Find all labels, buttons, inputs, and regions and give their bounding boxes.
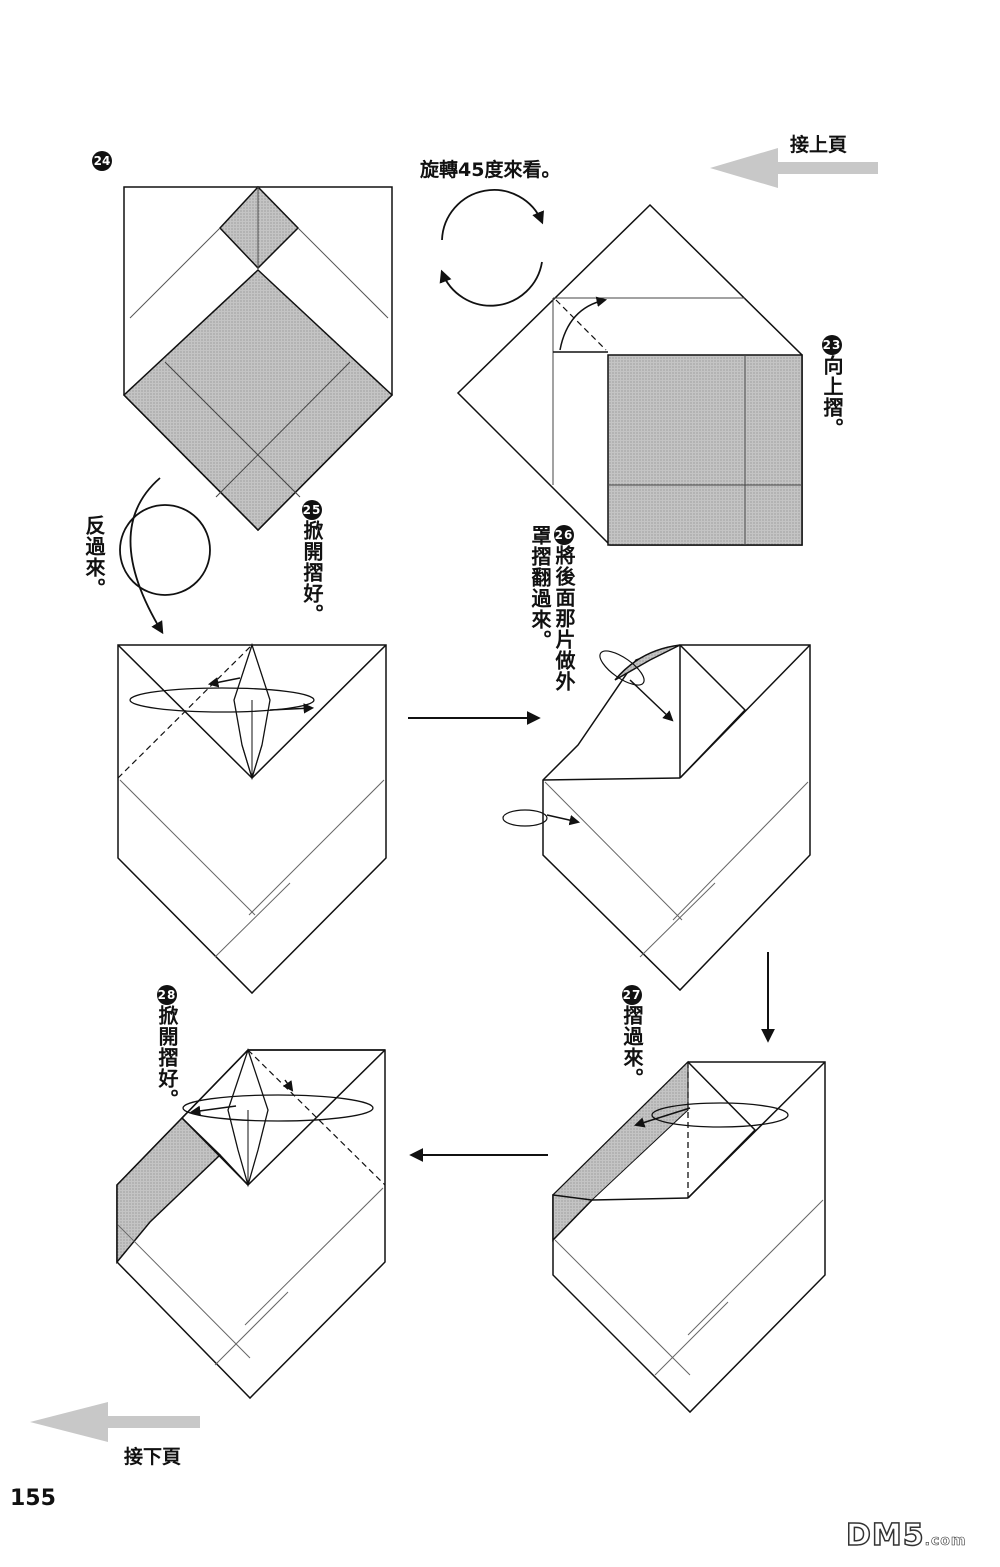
prev-page-label: 接上頁 [790, 134, 848, 156]
step-24-figure [122, 185, 394, 532]
step-28-number: 28 [157, 985, 177, 1005]
step-27-instruction: 27摺過來。 [620, 985, 644, 1089]
step-26-instruction: 26將後面那片做外罩摺翻過來。 [528, 525, 576, 705]
step-25-text: 掀開摺好。 [300, 520, 324, 625]
rotate-note: 旋轉45度來看。 [420, 159, 561, 181]
page-number: 155 [10, 1486, 56, 1511]
step-28-figure [116, 1047, 386, 1400]
next-page-label: 接下頁 [124, 1446, 182, 1468]
site-watermark: DM5.com [845, 1517, 967, 1554]
step-23-figure [456, 203, 803, 546]
step-23-text: 向上摺。 [820, 355, 844, 439]
step-28-text: 掀開摺好。 [155, 1005, 179, 1110]
step-27-text: 摺過來。 [620, 1005, 644, 1089]
step-26-figure [502, 644, 811, 992]
next-page-arrow [30, 1402, 200, 1442]
prev-page-arrow [710, 148, 878, 188]
step-24-label: 24 [92, 148, 112, 171]
watermark-suffix: .com [924, 1533, 967, 1550]
step-23-number: 23 [822, 335, 842, 355]
watermark-main: DM5 [845, 1517, 925, 1554]
step-27-number: 27 [622, 985, 642, 1005]
step-24-number: 24 [92, 151, 112, 171]
step-23-instruction: 23向上摺。 [820, 335, 844, 439]
step-25-instruction: 25掀開摺好。 [300, 500, 324, 625]
flip-note: 反過來。 [82, 515, 106, 599]
flip-arrow [119, 477, 211, 635]
step-26-text: 將後面那片做外罩摺翻過來。 [528, 525, 576, 692]
step-25-figure [117, 642, 387, 995]
step-27-figure [552, 1060, 826, 1414]
rotate-arrows [439, 189, 544, 307]
step-28-instruction: 28掀開摺好。 [155, 985, 179, 1110]
step-25-number: 25 [302, 500, 322, 520]
step-26-number: 26 [554, 525, 574, 545]
